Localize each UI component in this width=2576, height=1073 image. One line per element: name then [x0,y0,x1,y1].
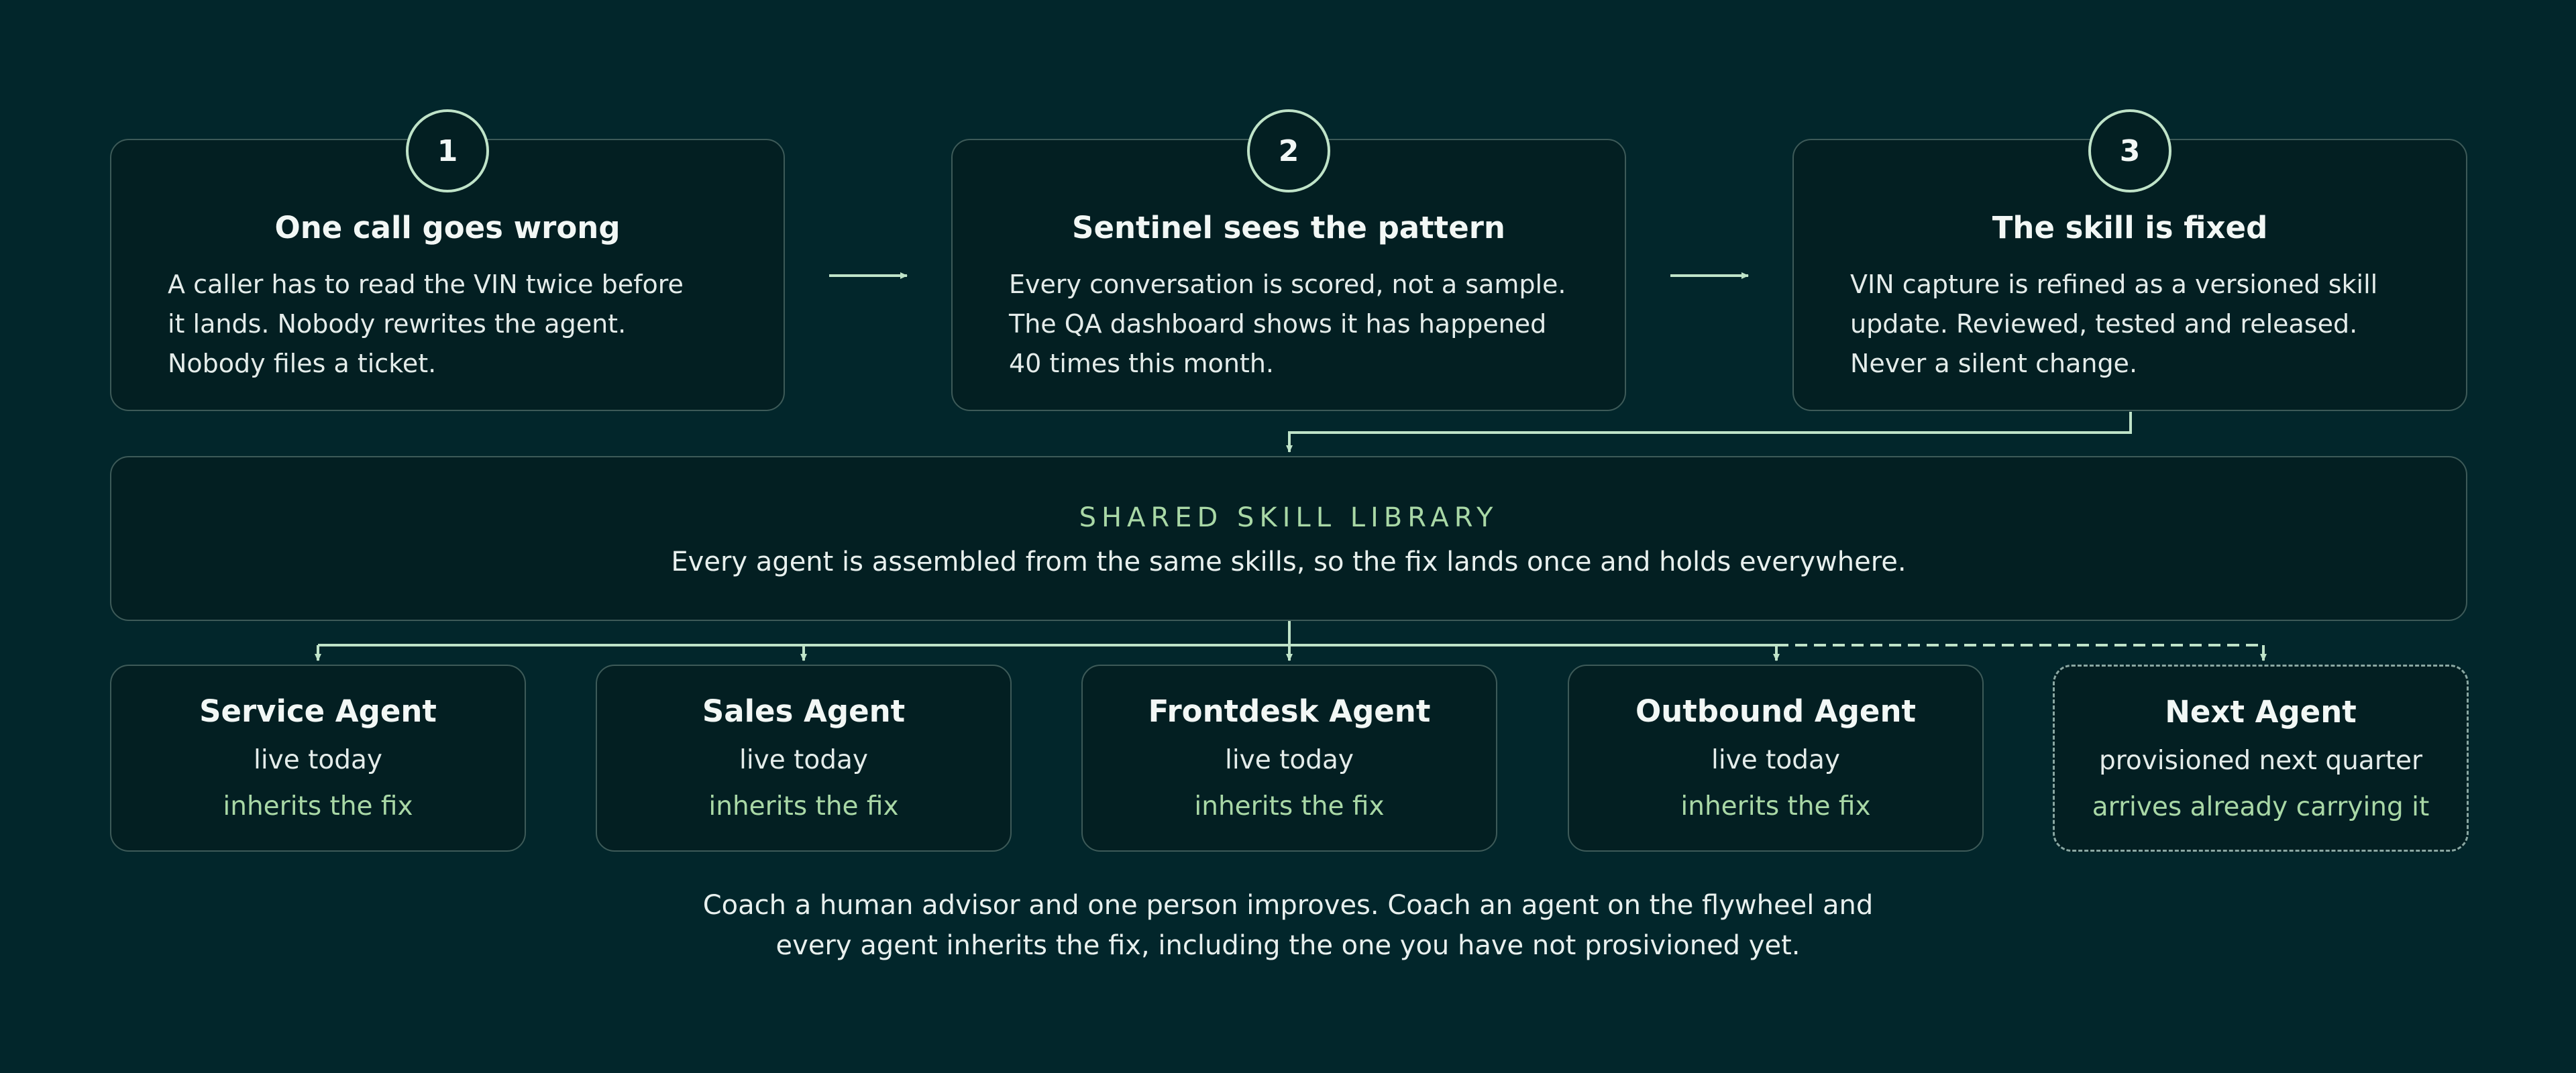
agent-note: inherits the fix [1194,791,1385,822]
step-description-line: VIN capture is refined as a versioned sk… [1850,270,2378,299]
agent-name: Service Agent [199,693,437,729]
agent-status: live today [1711,745,1841,775]
agent-note: inherits the fix [1680,791,1871,822]
footer-caption: Coach a human advisor and one person imp… [0,885,2576,966]
library-title: SHARED SKILL LIBRARY [1079,502,1499,533]
step-description-line: 40 times this month. [1009,349,1274,378]
step-number-badge: 1 [406,109,489,192]
shared-skill-library-panel: SHARED SKILL LIBRARY Every agent is asse… [110,456,2467,621]
agent-card-sales: Sales Agent live today inherits the fix [596,665,1012,852]
agent-note: inherits the fix [708,791,899,822]
agent-status: provisioned next quarter [2098,746,2423,776]
step-card-sentinel-sees-pattern: 2 Sentinel sees the pattern Every conver… [951,109,1626,411]
agent-status: live today [253,745,383,775]
step-title: One call goes wrong [274,210,621,245]
agent-card-frontdesk: Frontdesk Agent live today inherits the … [1081,665,1497,852]
step-title: Sentinel sees the pattern [1072,210,1505,245]
step-title: The skill is fixed [1992,210,2268,245]
step-description-line: Every conversation is scored, not a samp… [1009,270,1566,299]
agent-card-service: Service Agent live today inherits the fi… [110,665,526,852]
agent-note: arrives already carrying it [2092,792,2430,822]
step-description: Every conversation is scored, not a samp… [1009,265,1598,384]
step-description-line: Never a silent change. [1850,349,2138,378]
step-description-line: A caller has to read the VIN twice befor… [168,270,684,299]
agent-status: live today [739,745,869,775]
step-card-skill-is-fixed: 3 The skill is fixed VIN capture is refi… [1792,109,2467,411]
library-subtitle: Every agent is assembled from the same s… [671,547,1907,577]
agent-status: live today [1224,745,1354,775]
agent-note: inherits the fix [223,791,413,822]
agent-card-outbound: Outbound Agent live today inherits the f… [1568,665,1984,852]
step-description: VIN capture is refined as a versioned sk… [1850,265,2439,384]
footer-line: every agent inherits the fix, including … [775,930,1801,961]
step-description-line: update. Reviewed, tested and released. [1850,309,2358,339]
step-number-badge: 2 [1247,109,1330,192]
step-description-line: it lands. Nobody rewrites the agent. [168,309,627,339]
agent-name: Frontdesk Agent [1148,693,1431,729]
step-description: A caller has to read the VIN twice befor… [168,265,757,384]
step-card-one-call-goes-wrong: 1 One call goes wrong A caller has to re… [110,109,785,411]
step-description-line: Nobody files a ticket. [168,349,437,378]
agent-name: Next Agent [2165,694,2357,730]
agent-name: Outbound Agent [1635,693,1916,729]
agent-card-next: Next Agent provisioned next quarter arri… [2053,665,2469,852]
connector-skill-to-library [1286,412,2132,453]
footer-line: Coach a human advisor and one person imp… [702,890,1874,921]
step-number-badge: 3 [2088,109,2171,192]
agent-name: Sales Agent [702,693,906,729]
step-description-line: The QA dashboard shows it has happened [1009,309,1547,339]
